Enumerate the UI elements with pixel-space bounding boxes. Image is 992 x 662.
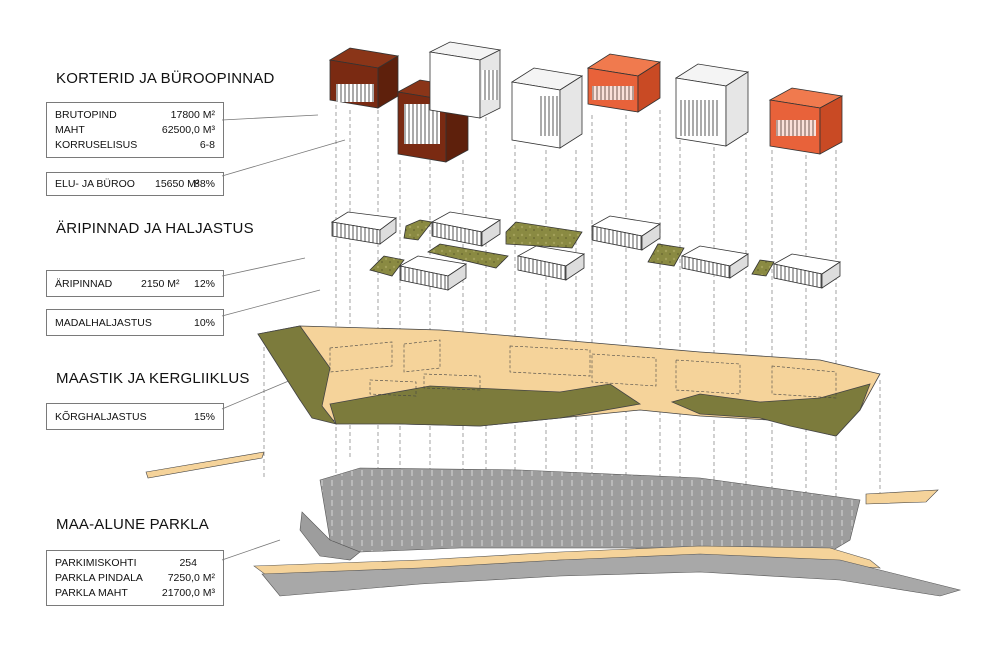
retail-and-greenery [330, 211, 842, 291]
highgreen-box: KÕRGHALJASTUS 15% [46, 403, 224, 430]
parking-stats-box: PARKIMISKOHTI 254 PARKLA PINDALA 7250,0 … [46, 550, 224, 606]
retail-ring-6 [680, 245, 750, 279]
building-blocks [328, 41, 844, 163]
retail-ring-5 [516, 245, 586, 281]
green-patch-1 [403, 219, 433, 241]
heading-terrain: MAASTIK JA KERGLIIKLUS [56, 370, 250, 387]
retail-ring-4 [398, 255, 468, 291]
parking-layer [253, 467, 962, 597]
heading-apartments: KORTERID JA BÜROOPINNAD [56, 70, 275, 87]
retail-ring-3 [590, 215, 662, 251]
green-patch-2 [505, 221, 583, 249]
green-patch-5 [647, 243, 685, 267]
lowgreen-box: MADALHALJASTUS 10% [46, 309, 224, 336]
terrain-olive-left [257, 325, 338, 425]
green-patch-3 [369, 255, 405, 277]
green-patch-4 [427, 243, 509, 269]
retail-ring-1 [330, 211, 398, 245]
leader-lines [221, 114, 346, 561]
apartments-stats-box: BRUTOPIND 17800 M² MAHT 62500,0 M³ KORRU… [46, 102, 224, 158]
parking-ramp-left [299, 511, 361, 561]
retail-ring-7 [772, 253, 842, 289]
green-patch-6 [751, 259, 775, 277]
terrain-olive-right [670, 383, 871, 437]
retail-box: ÄRIPINNAD 2150 M² 12% [46, 270, 224, 297]
building-white-3 [674, 63, 750, 147]
path-strip-left [145, 451, 265, 479]
retail-ring-2 [430, 211, 502, 247]
building-orange-2 [768, 87, 844, 155]
apartments-share-box: ELU- JA BÜROO 15650 M² 88% [46, 172, 224, 196]
heading-retail: ÄRIPINNAD JA HALJASTUS [56, 220, 254, 237]
building-white-2 [510, 67, 584, 149]
terrain-olive-mid [329, 383, 642, 427]
path-strip-right [865, 489, 939, 505]
parking-slab [319, 467, 861, 553]
heading-parking: MAA-ALUNE PARKLA [56, 516, 209, 533]
terrain-layer [257, 325, 881, 437]
road-grey [261, 553, 962, 597]
building-orange-1 [586, 53, 662, 113]
building-brown-back [328, 47, 400, 109]
building-white-1 [428, 41, 502, 119]
